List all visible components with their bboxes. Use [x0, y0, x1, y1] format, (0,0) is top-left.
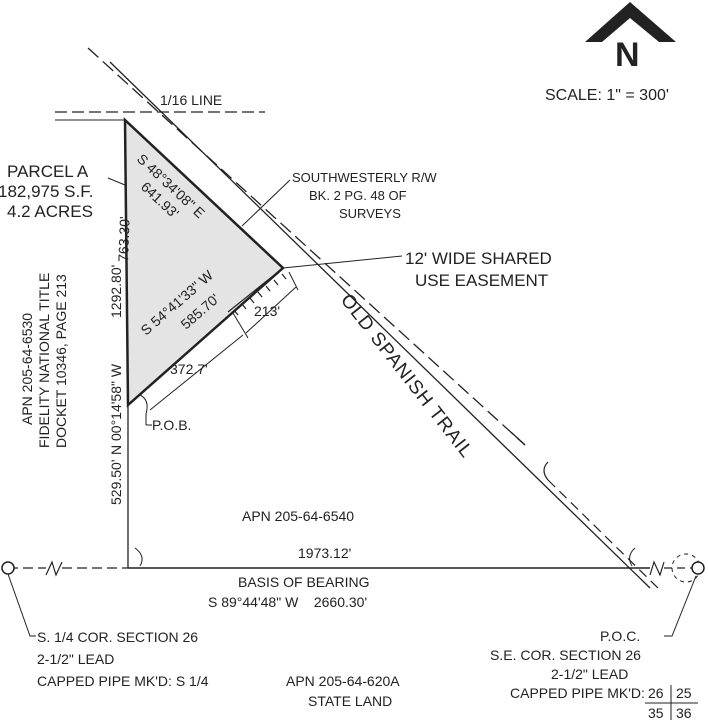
- se-corner-line1: S.E. COR. SECTION 26: [490, 647, 641, 663]
- parcel-a-area-acres: 4.2 ACRES: [7, 202, 93, 221]
- road-name: OLD SPANISH TRAIL: [336, 290, 477, 462]
- center-parcel-apn: APN 205-64-6540: [242, 508, 354, 524]
- west-parcel-docket: DOCKET 10346, PAGE 213: [53, 274, 69, 448]
- row-break-mark: [543, 461, 549, 481]
- pob-arc: [139, 394, 148, 415]
- west-parcel-title-co: FIDELITY NATIONAL TITLE: [36, 273, 52, 448]
- section-26: 26: [648, 685, 664, 701]
- section-line-length: 1973.12': [298, 545, 351, 561]
- dim-372-line: [149, 334, 244, 411]
- row-southwest-line: [109, 61, 651, 589]
- dim-213-line: [245, 286, 297, 334]
- south-parcel-apn: APN 205-64-620A: [286, 673, 400, 689]
- pob-label: P.O.B.: [152, 417, 191, 433]
- section-break-east: [649, 560, 665, 577]
- easement-note-line2: USE EASEMENT: [415, 271, 548, 290]
- section-break-west: [45, 560, 63, 577]
- poc-label: P.O.C.: [600, 628, 640, 644]
- section-corner-grid: 26 25 35 36: [645, 685, 698, 720]
- se-corner-line3: CAPPED PIPE MK'D:: [510, 685, 645, 701]
- se-corner-line2: 2-1/2" LEAD: [551, 666, 628, 682]
- bottom-dim: 372.7': [170, 361, 208, 377]
- section-36: 36: [676, 705, 692, 720]
- row-note-line2: BK. 2 PG. 48 OF: [309, 188, 407, 203]
- sixteenth-line-label: 1/16 LINE: [160, 92, 222, 108]
- easement-hatch: [227, 267, 287, 316]
- south-parcel-state-land: STATE LAND: [308, 693, 392, 709]
- row-note-leader: [241, 179, 291, 227]
- parcel-a-area-sf: 182,975 S.F.: [0, 182, 93, 201]
- se-corner-monument-icon: [691, 561, 705, 575]
- corner-arc-east: [629, 547, 636, 567]
- row-break: [511, 432, 526, 446]
- parcel-a-title: PARCEL A: [7, 162, 89, 181]
- row-centerline: [87, 47, 526, 446]
- west-parcel-apn: APN 205-64-6530: [19, 313, 35, 425]
- row-note-line1: SOUTHWESTERLY R/W: [292, 170, 437, 185]
- easement-note-line1: 12' WIDE SHARED: [405, 249, 552, 268]
- section-35: 35: [648, 705, 664, 720]
- west-line-distance: 1292.80': [108, 265, 124, 318]
- west-line-bearing: N 00°14'58" W: [108, 363, 124, 455]
- se-corner-leader: [664, 575, 697, 637]
- parcel-label-leader: [107, 177, 126, 186]
- south-quarter-corner-monument-icon: [1, 561, 15, 575]
- section-25: 25: [676, 685, 692, 701]
- sw-corner-line1: S. 1/4 COR. SECTION 26: [37, 629, 198, 645]
- easement-leader: [282, 255, 403, 269]
- easement-length: 213': [254, 303, 280, 319]
- sw-corner-line2: 2-1/2" LEAD: [37, 651, 114, 667]
- north-arrow-icon: N: [585, 2, 676, 74]
- row-northeast-line: [547, 479, 661, 591]
- sw-corner-line3: CAPPED PIPE MK'D: S 1/4: [37, 673, 209, 689]
- row-note-line3: SURVEYS: [339, 206, 401, 221]
- parcel-a-boundary: [123, 117, 285, 408]
- corner-arc: [134, 547, 143, 567]
- sw-corner-leader: [7, 573, 36, 637]
- dim-extension: [288, 271, 299, 291]
- basis-of-bearing-title: BASIS OF BEARING: [238, 574, 369, 590]
- pob-to-corner-distance: 529.50': [108, 460, 124, 506]
- basis-of-bearing-value: S 89°44'48" W 2660.30': [208, 594, 367, 610]
- dim-extension: [232, 312, 249, 339]
- north-letter: N: [615, 36, 640, 74]
- west-dim: 763.30': [115, 216, 133, 262]
- scale-text: SCALE: 1" = 300': [545, 87, 669, 104]
